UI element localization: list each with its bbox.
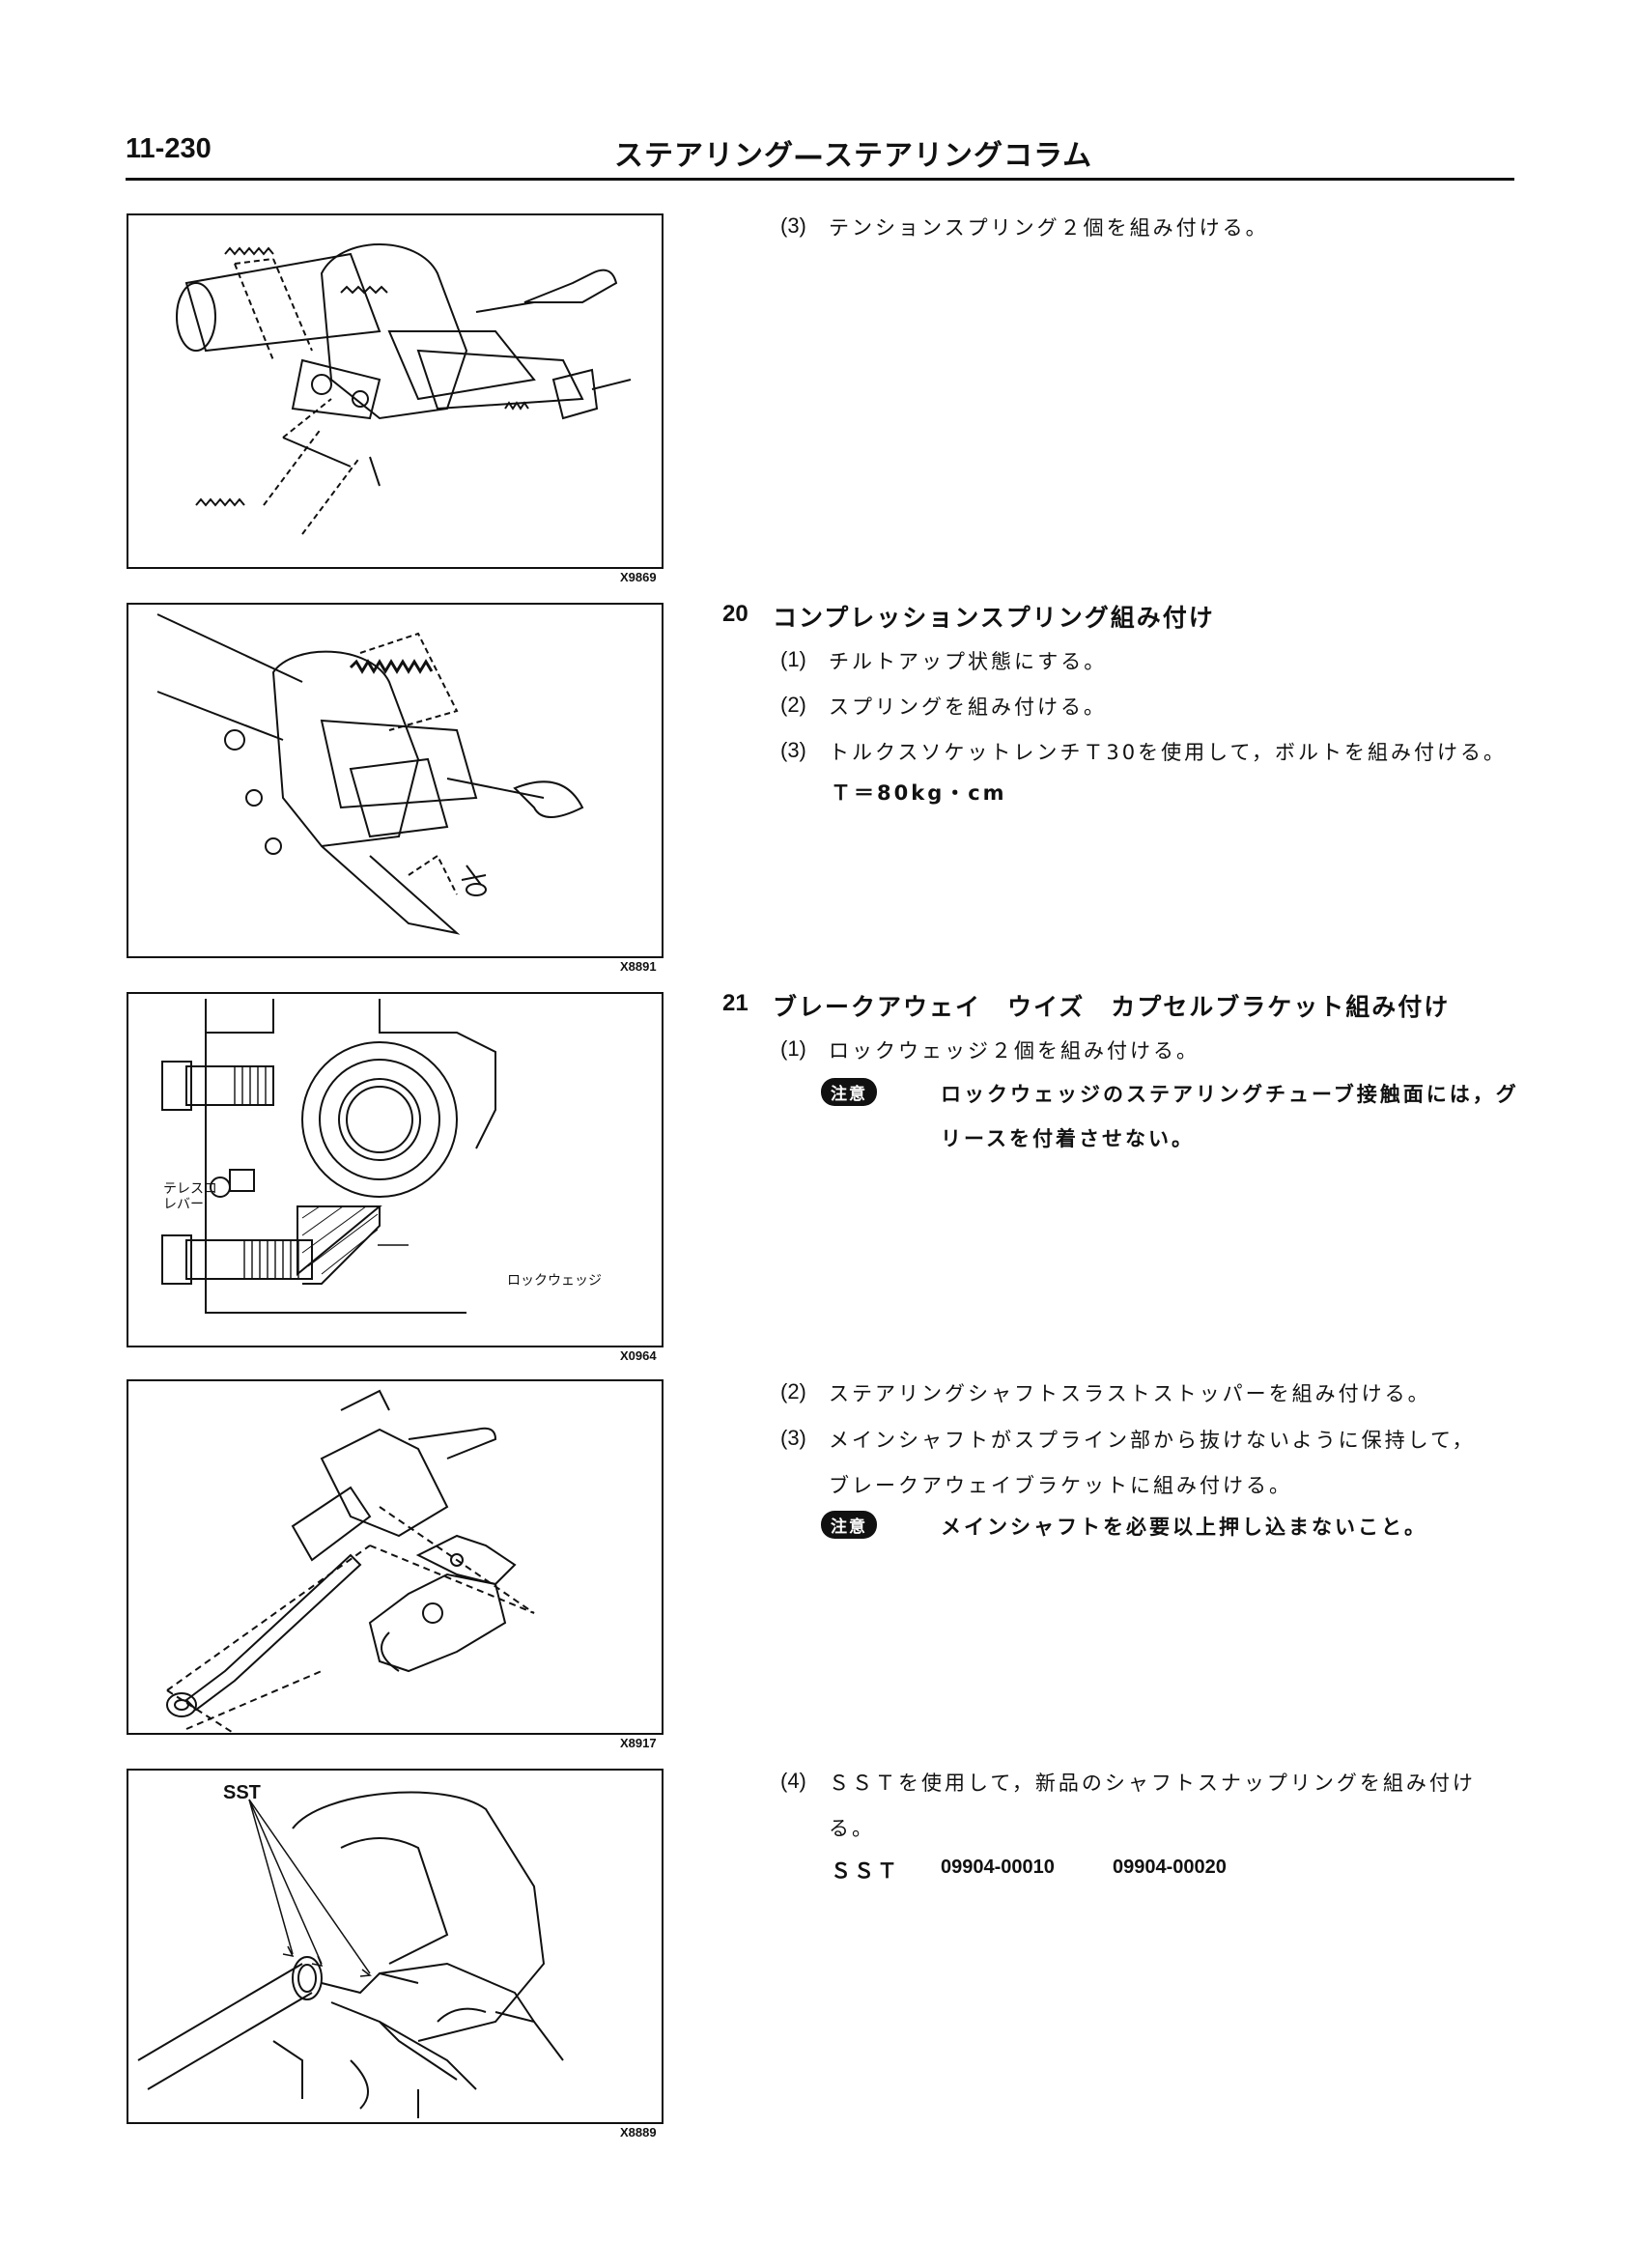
section-number: 20: [722, 601, 748, 627]
figure-code: X8889: [620, 2125, 657, 2140]
section-title: コンプレッションスプリング組み付け: [773, 604, 1215, 632]
caution-text: リースを付着させない。: [941, 1127, 1195, 1150]
caution-text: メインシャフトを必要以上押し込まないこと。: [941, 1516, 1427, 1539]
telescopic-lever-label-line1: テレスコ: [163, 1181, 217, 1197]
sst-code: 09904-00020: [1113, 1857, 1227, 1878]
step-text: ロックウェッジ２個を組み付ける。: [829, 1039, 1200, 1063]
sst-label: SST: [223, 1782, 261, 1803]
step-text: メインシャフトがスプライン部から抜けないように保持して，: [829, 1429, 1476, 1452]
step-text: ステアリングシャフトスラストストッパーを組み付ける。: [829, 1382, 1431, 1405]
step-text: テンションスプリング２個を組み付ける。: [829, 216, 1269, 240]
column-tension-spring-illustration: [176, 243, 632, 535]
telescopic-lever-label: テレスコ レバー: [163, 1181, 217, 1212]
caution-badge: 注意: [821, 1078, 877, 1106]
torque-spec: Ｔ＝80kg・cm: [831, 781, 1007, 805]
step-number: (2): [780, 1379, 806, 1403]
step-text: スプリングを組み付ける。: [829, 695, 1107, 719]
compression-spring-illustration: [156, 613, 584, 935]
figure-breakaway-bracket: [127, 1379, 664, 1735]
step-number: (3): [780, 738, 806, 762]
figure-snap-ring: SST: [127, 1769, 664, 2124]
header-rule: [126, 178, 1514, 181]
step-number: (4): [780, 1769, 806, 1793]
caution-badge: 注意: [821, 1511, 877, 1539]
step-text: トルクスソケットレンチＴ30を使用して，ボルトを組み付ける。: [829, 741, 1507, 764]
main-shaft-bracket-illustration: [166, 1389, 535, 1733]
figure-code: X8917: [620, 1736, 657, 1750]
caution-text: ロックウェッジのステアリングチューブ接触面には，グ: [941, 1083, 1519, 1106]
step-number: (1): [780, 647, 806, 671]
page-title: ステアリング—ステアリングコラム: [614, 139, 1093, 173]
sst-code: 09904-00010: [941, 1857, 1055, 1878]
telescopic-lever-label-line2: レバー: [163, 1197, 204, 1212]
figure-tension-springs: [127, 213, 664, 569]
step-text: ブレークアウェイブラケットに組み付ける。: [829, 1474, 1292, 1497]
section-title: ブレークアウェイ ウイズ カプセルブラケット組み付け: [773, 993, 1451, 1021]
step-number: (1): [780, 1036, 806, 1061]
page-number: 11-230: [126, 133, 212, 164]
figure-code: X8891: [620, 959, 657, 974]
figure-compression-spring: [127, 603, 664, 958]
step-number: (3): [780, 1426, 806, 1450]
lock-wedge-label: ロックウェッジ: [507, 1273, 602, 1289]
sst-label: ＳＳＴ: [831, 1859, 900, 1883]
figure-lock-wedge: テレスコ レバー ロックウェッジ: [127, 992, 664, 1347]
step-text: チルトアップ状態にする。: [829, 650, 1108, 673]
step-number: (3): [780, 213, 806, 238]
step-text: る。: [829, 1817, 875, 1840]
step-number: (2): [780, 693, 806, 717]
figure-code: X9869: [620, 570, 657, 584]
figure-code: X0964: [620, 1348, 657, 1363]
section-number: 21: [722, 990, 748, 1016]
lock-wedge-cross-section: [161, 999, 496, 1314]
snap-ring-sst-illustration: [137, 1791, 564, 2118]
step-text: ＳＳＴを使用して，新品のシャフトスナップリングを組み付け: [829, 1772, 1476, 1795]
